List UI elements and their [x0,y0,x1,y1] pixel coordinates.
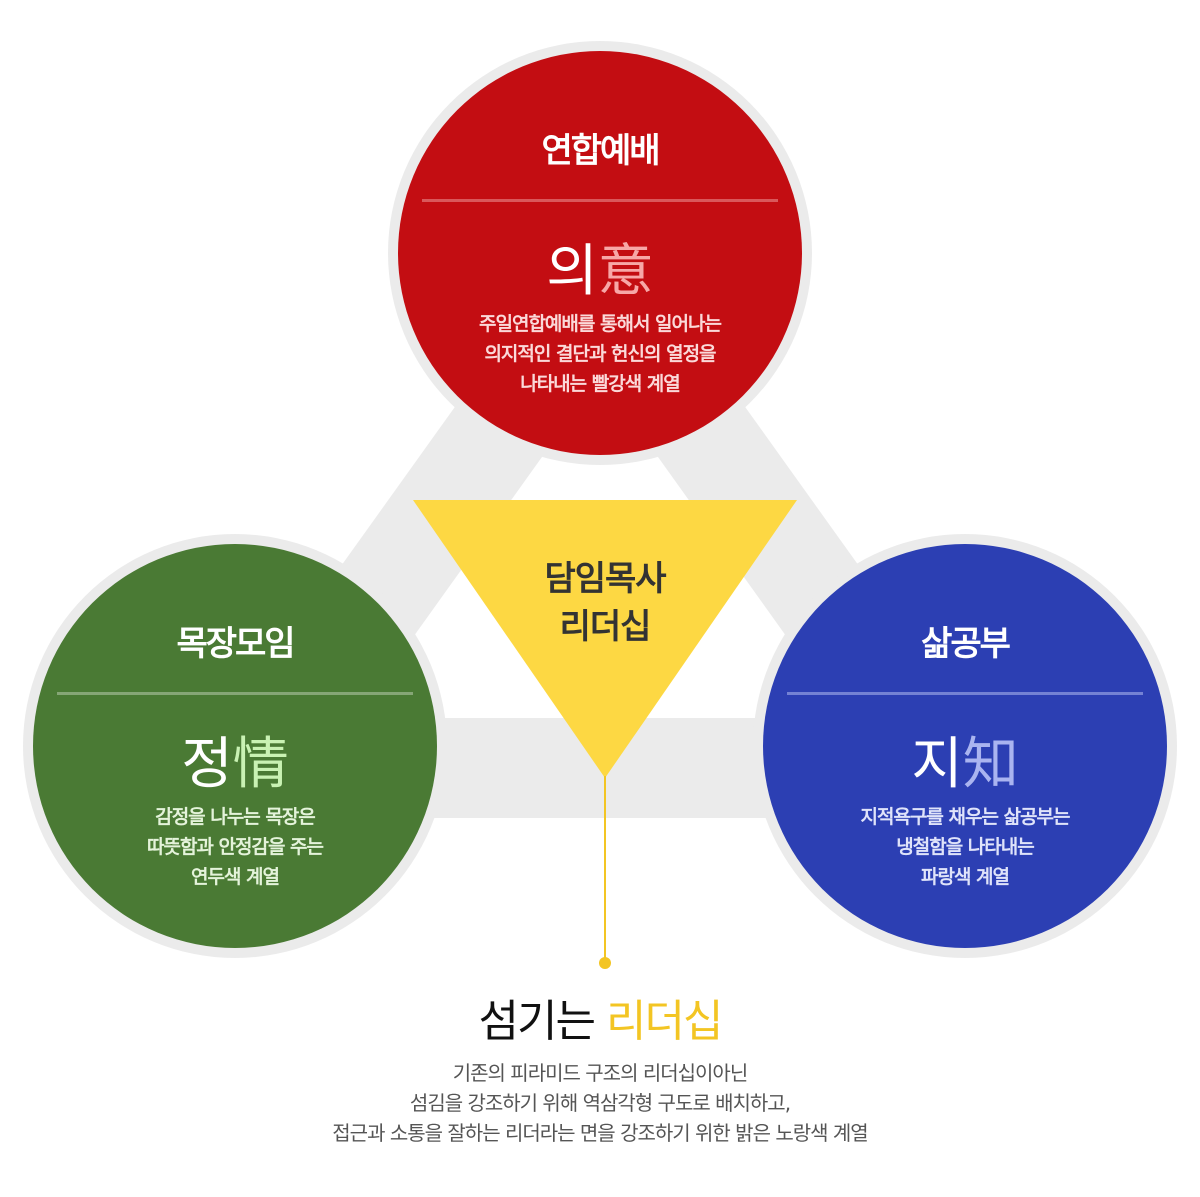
center-label: 담임목사 리더십 [480,555,730,651]
hanja: 知 [962,732,1019,797]
desc-line: 따뜻함과 안정감을 주는 [146,836,324,858]
circle-title: 삶공부 [921,624,1011,664]
desc-line: 주일연합예배를 통해서 일어나는 [479,313,722,335]
circle-keyword: 정情 [33,719,437,800]
desc-line: 파랑색 계열 [920,866,1010,888]
desc-line: 접근과 소통을 잘하는 리더라는 면을 강조하기 위한 밝은 노랑색 계열 [332,1121,868,1145]
hangul: 지 [911,732,963,797]
circle-title: 연합예배 [541,131,660,171]
desc-line: 냉철함을 나타내는 [896,836,1034,858]
hanja: 情 [232,732,289,797]
desc-line: 의지적인 결단과 헌신의 열정을 [484,343,716,365]
desc-line: 나타내는 빨강색 계열 [520,373,681,395]
hangul: 정 [181,732,233,797]
bottom-description: 기존의 피라미드 구조의 리더십이아닌 섬김을 강조하기 위해 역삼각형 구도로… [0,1058,1200,1148]
divider [422,199,778,202]
divider [787,692,1143,695]
desc-line: 연두색 계열 [190,866,280,888]
center-line: 리더십 [559,607,652,647]
desc-line: 지적욕구를 채우는 삶공부는 [860,806,1071,828]
title-part: 섬기는 [478,996,596,1047]
bottom-title: 섬기는 리더십 [0,985,1200,1049]
hanja: 意 [597,239,654,304]
circle-keyword: 의意 [398,226,802,307]
circle-keyword: 지知 [763,719,1167,800]
center-line: 담임목사 [544,559,666,599]
connector-dot [599,957,611,969]
title-highlight: 리더십 [606,996,723,1047]
desc-line: 기존의 피라미드 구조의 리더십이아닌 [452,1061,748,1085]
hangul: 의 [546,239,598,304]
divider [57,692,413,695]
inverted-triangle [413,500,797,778]
desc-line: 감정을 나누는 목장은 [155,806,316,828]
circle-title: 목장모임 [176,624,295,664]
desc-line: 섬김을 강조하기 위해 역삼각형 구도로 배치하고, [409,1091,791,1115]
